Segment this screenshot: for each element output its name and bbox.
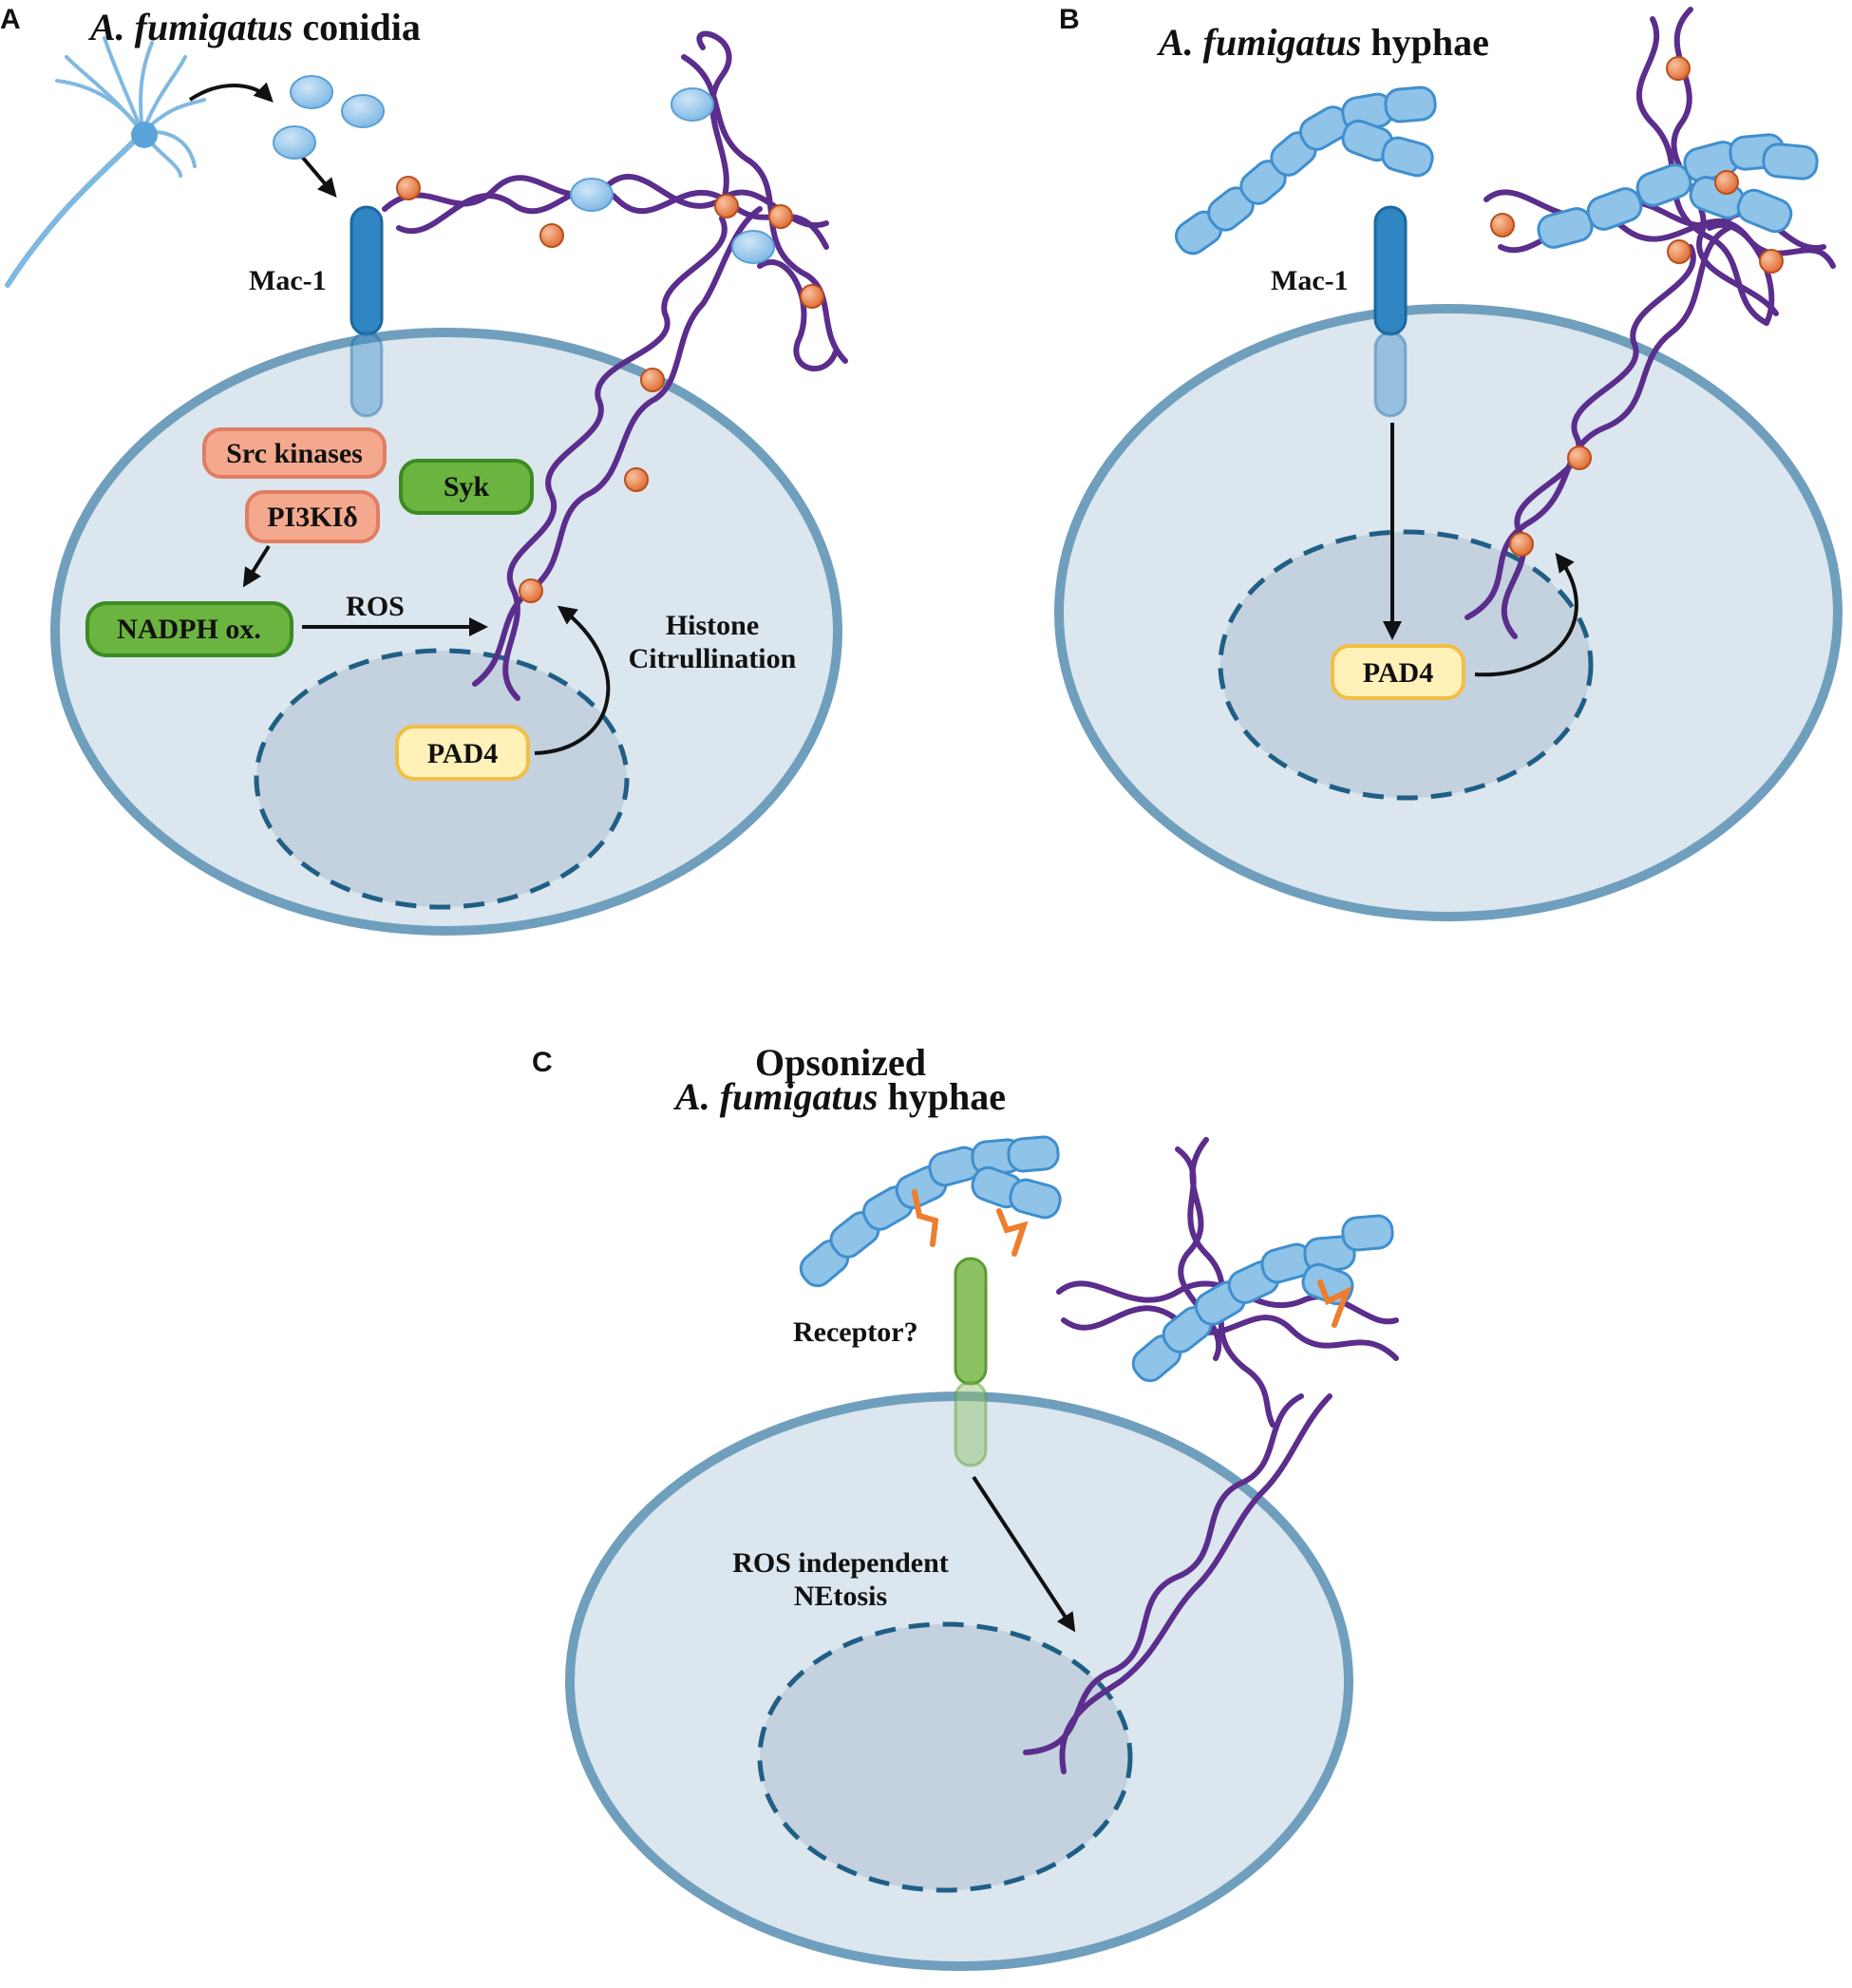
histone-dot [768,204,793,229]
antibody-icon [912,1189,1029,1257]
panel-c-title-line1: Opsonized [755,1041,926,1084]
trapped-conidia [570,87,775,264]
citrullinated-histones [1490,56,1784,557]
mac1-receptor-transmembrane [1373,331,1408,418]
dna-strand [696,30,732,207]
dna-strand [757,259,839,371]
histone-dot [539,223,564,248]
histone-dot [1667,239,1691,264]
conidium [290,75,333,109]
release-arrow [188,82,274,103]
histone-label: Histone [666,610,759,641]
conidia-group [273,75,385,160]
opsonized-hypha-icon [799,1135,1062,1288]
panel-a: A A. fumigatus conidia Mac-1 [0,4,848,936]
histone-dot [1759,249,1784,274]
histone-dot [800,284,824,309]
syk-label: Syk [444,471,490,502]
unknown-receptor-transmembrane [954,1380,988,1467]
src-kinases-label: Src kinases [226,438,363,469]
citrullinated-histones [396,176,824,603]
conidium [671,87,714,122]
panel-a-title: A. fumigatus conidia [87,6,421,48]
pad4-box [1331,644,1465,700]
panel-a-letter: A [0,4,21,35]
mac1-label: Mac-1 [1271,265,1349,296]
hypha-icon [1174,85,1437,256]
panel-b-letter: B [1059,4,1080,35]
binding-arrow [300,155,337,199]
dna-strand [1061,1305,1399,1361]
histone-dot [1509,532,1534,557]
conidiophore-icon [5,36,206,288]
panel-a-title-species: A. fumigatus [87,6,293,48]
histone-dot [1567,445,1592,470]
panel-c-title-line2: A. fumigatus hyphae [672,1075,1006,1118]
dna-strand [1023,1393,1304,1755]
panel-c: C Opsonized A. fumigatus hyphae Receptor… [532,1041,1399,1971]
conidium [570,178,614,212]
histone-dot [640,368,665,392]
histone-dot [624,467,649,492]
syk-box [399,459,534,515]
histone-dot [714,194,739,218]
nucleus [757,1621,1133,1893]
citrullination-arrow [1474,552,1578,677]
unknown-receptor [954,1257,988,1386]
nadph-oxidase-box [85,601,293,657]
mechanism-label-line1: ROS independent [732,1547,949,1579]
trapped-opsonized-hypha [1131,1214,1394,1383]
dna-strand [1059,1393,1332,1774]
trapped-antibody-icon [1317,1279,1352,1328]
panel-c-title-species: A. fumigatus [672,1075,878,1118]
dna-strand [502,216,728,701]
histone-dot [519,578,543,603]
panel-b-title: A. fumigatus hyphae [1156,21,1489,64]
dna-strand [1707,222,1775,326]
pi3k-box [245,490,380,543]
panel-c-title-form: hyphae [878,1075,1006,1118]
dna-strand [1465,225,1731,620]
panel-c-letter: C [532,1047,553,1078]
panel-b-title-species: A. fumigatus [1156,21,1361,64]
histone-dot [1490,213,1515,237]
conidium [273,125,316,160]
histone-dot [1666,56,1691,81]
mac1-receptor-transmembrane [350,331,384,418]
pi3k-label: PI3KIδ [267,502,358,533]
panel-b: B A. fumigatus hyphae Mac-1 PAD4 [1054,4,1843,921]
nadph-oxidase-label: NADPH ox. [117,614,261,645]
mechanism-label-line2: NEtosis [794,1581,887,1612]
panel-b-title-form: hyphae [1361,21,1489,64]
ros-label: ROS [346,591,405,622]
mac1-label: Mac-1 [249,265,327,296]
panel-a-title-form: conidia [293,6,420,48]
dna-strand [396,184,829,250]
citrullination-label: Citrullination [629,643,797,674]
pad4-box [395,725,530,781]
pi3k-to-nadph-arrow [242,544,271,588]
conidium [341,94,385,128]
mac1-receptor [1373,205,1408,336]
pad4-label: PAD4 [1363,657,1433,689]
citrullination-arrow [534,605,611,755]
trapped-hypha [1537,133,1819,249]
receptor-to-nucleus-arrow [972,1475,1076,1633]
histone-dot [1714,170,1739,195]
histone-dot [396,176,421,200]
receptor-label: Receptor? [793,1316,918,1348]
src-kinases-box [202,427,387,479]
pad4-label: PAD4 [427,738,498,769]
conidium [731,230,775,264]
mac1-receptor [350,205,384,336]
dna-strand [1501,244,1696,639]
